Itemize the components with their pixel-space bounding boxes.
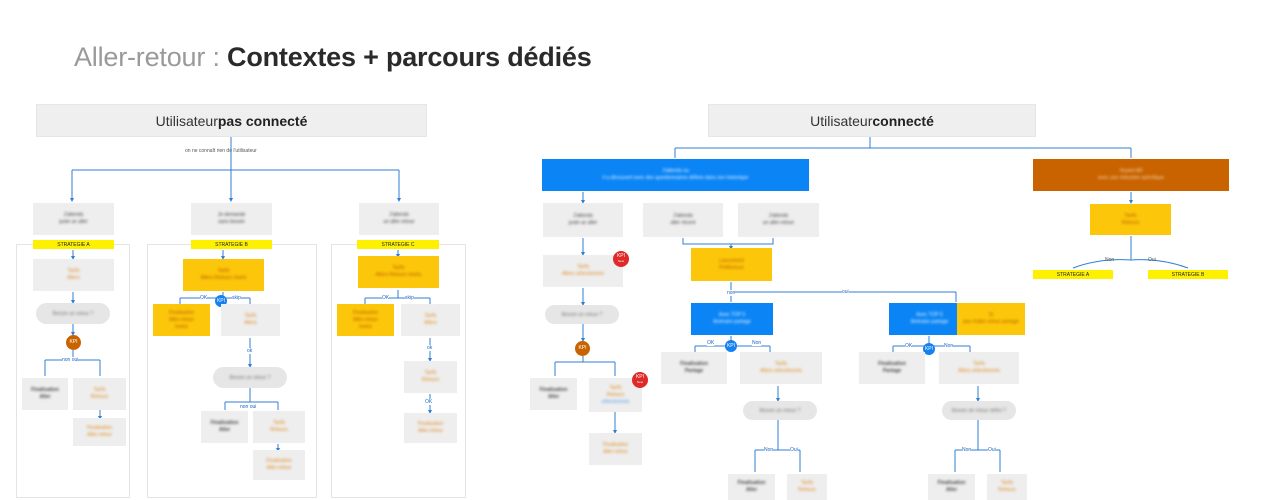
skip-label-c: skip xyxy=(405,295,414,301)
unknown-user-note: on ne connaît rien de l'utilisateur xyxy=(185,148,257,154)
branch-label-a: non oui xyxy=(62,357,79,363)
header-connected: Utilisateur connecté xyxy=(708,104,1036,137)
branch-label-b: non oui xyxy=(240,404,257,410)
kpi-badge-r1: KPI xyxy=(575,341,590,356)
kpi-badge-r2: KPI xyxy=(725,340,737,352)
question-return-r3: Besoin de retour défini ? xyxy=(942,401,1016,420)
kpi-badge-a: KPI xyxy=(66,335,81,350)
question-return-r1: Besoin un retour ? xyxy=(545,305,619,324)
ok3-label-c: OK xyxy=(425,399,433,405)
ok-label-r2: OK xyxy=(707,340,715,346)
branch-oui-r3: Oui xyxy=(988,447,996,453)
branch-oui-r2: Oui xyxy=(790,447,798,453)
right-strategy-a: STRATEGIE A xyxy=(1033,270,1113,279)
ok-label-c: OK xyxy=(382,295,390,301)
right-strategy-b: STRATEGIE B xyxy=(1148,270,1228,279)
question-return-b: Besoin un retour ? xyxy=(213,367,287,388)
header-not-connected: Utilisateur pas connecté xyxy=(36,104,427,137)
strategy-oui-label: Oui xyxy=(1148,257,1156,263)
non-label: non xyxy=(727,290,736,296)
ok-label-b: OK xyxy=(200,295,208,301)
strategy-a-label: STRATEGIE A xyxy=(33,240,114,249)
question-return-r2: Besoin un retour ? xyxy=(743,401,817,420)
kpi-badge-r3: KPI xyxy=(923,343,935,355)
question-return-a: Besoin un retour ? xyxy=(36,303,110,324)
strategy-c-label: STRATEGIE C xyxy=(357,240,439,249)
non-label-r2: Non xyxy=(752,340,762,346)
page-title: Aller-retour : Contextes + parcours dédi… xyxy=(74,42,592,72)
strategy-non-label: Non xyxy=(1105,257,1115,263)
ok2-label-c: ok xyxy=(427,345,433,351)
branch-non-r3: Non xyxy=(962,447,972,453)
branch-non-r2: Non xyxy=(764,447,774,453)
skip-label-b: skip xyxy=(232,295,241,301)
ok-label-r3: OK xyxy=(905,343,913,349)
strategy-b-label: STRATEGIE B xyxy=(191,240,272,249)
non-label-r3: Non xyxy=(944,343,954,349)
ok2-label-b: ok xyxy=(247,348,253,354)
oui-label: oui xyxy=(842,289,849,295)
